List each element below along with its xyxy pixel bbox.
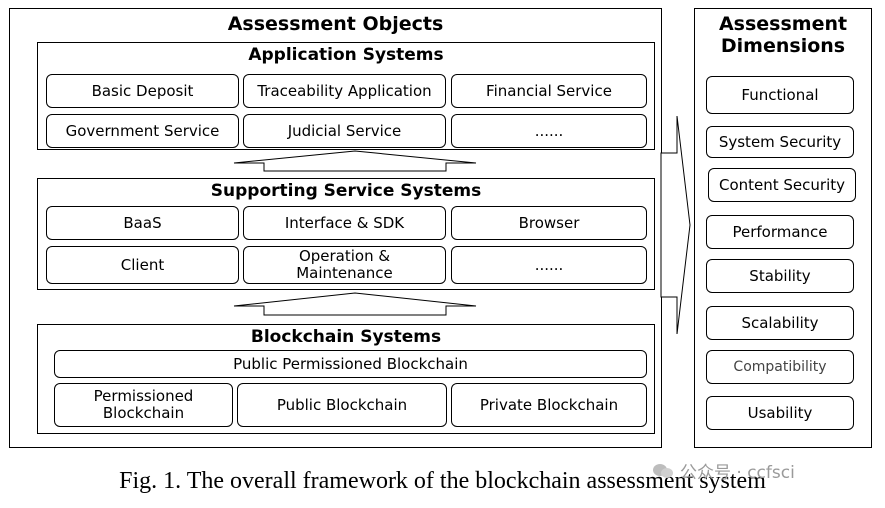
up-arrow-icon — [233, 150, 477, 172]
application-systems-title: Application Systems — [248, 45, 444, 65]
app-item-more: ...... — [451, 114, 647, 148]
dimension-stability: Stability — [706, 259, 854, 293]
supporting-service-systems-title: Supporting Service Systems — [210, 181, 482, 201]
dimension-compatibility: Compatibility — [706, 350, 854, 384]
blockchain-item-permissioned: Permissioned Blockchain — [54, 383, 233, 427]
app-item-financial-service: Financial Service — [451, 74, 647, 108]
application-systems-group: Application Systems — [37, 42, 655, 150]
app-item-government-service: Government Service — [46, 114, 239, 148]
dimension-content-security: Content Security — [708, 168, 856, 202]
app-item-traceability: Traceability Application — [243, 74, 446, 108]
assessment-dimensions-panel: Assessment Dimensions — [694, 8, 872, 448]
dimension-performance: Performance — [706, 215, 854, 249]
blockchain-item-private: Private Blockchain — [451, 383, 647, 427]
dimension-usability: Usability — [706, 396, 854, 430]
blockchain-systems-title: Blockchain Systems — [250, 327, 442, 347]
blockchain-item-public: Public Blockchain — [237, 383, 447, 427]
up-arrow-icon — [233, 292, 477, 316]
chat-bubble-icon — [653, 463, 673, 478]
app-item-judicial-service: Judicial Service — [243, 114, 446, 148]
assessment-objects-title: Assessment Objects — [227, 13, 444, 35]
app-item-basic-deposit: Basic Deposit — [46, 74, 239, 108]
dimension-system-security: System Security — [706, 126, 854, 158]
supporting-service-systems-group: Supporting Service Systems — [37, 178, 655, 290]
right-arrow-icon — [660, 115, 691, 335]
watermark-text: 公众号 · ccfsci — [680, 463, 795, 483]
support-item-operation-maintenance: Operation & Maintenance — [243, 246, 446, 284]
blockchain-systems-group: Blockchain Systems — [37, 324, 655, 434]
support-item-interface-sdk: Interface & SDK — [243, 206, 446, 240]
support-item-more: ...... — [451, 246, 647, 284]
support-item-baas: BaaS — [46, 206, 239, 240]
assessment-dimensions-title: Assessment Dimensions — [718, 13, 848, 57]
support-item-client: Client — [46, 246, 239, 284]
dimension-functional: Functional — [706, 76, 854, 114]
watermark: 公众号 · ccfsci — [652, 458, 795, 483]
blockchain-item-public-permissioned: Public Permissioned Blockchain — [54, 350, 647, 378]
dimension-scalability: Scalability — [706, 306, 854, 340]
support-item-browser: Browser — [451, 206, 647, 240]
